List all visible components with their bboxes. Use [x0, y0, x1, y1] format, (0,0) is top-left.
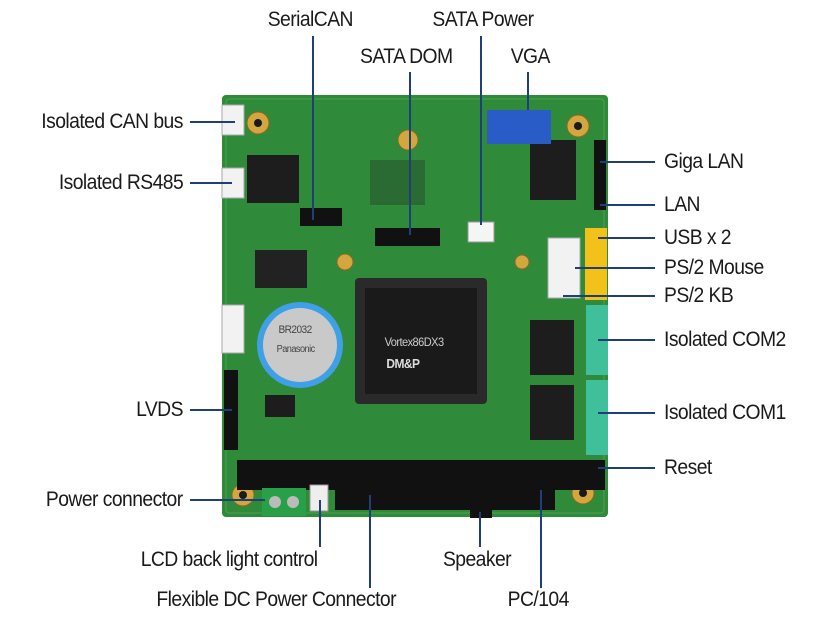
chip [247, 155, 299, 203]
label-isolated-com1: Isolated COM1 [664, 401, 786, 424]
label-reset: Reset [664, 456, 712, 479]
com1-connector [586, 380, 608, 455]
label-ps2-mouse: PS/2 Mouse [664, 256, 764, 279]
leader-lines [190, 36, 655, 588]
label-lan: LAN [664, 193, 700, 216]
label-serialcan: SerialCAN [267, 8, 354, 31]
label-flexible-dc-power-connector: Flexible DC Power Connector [156, 588, 397, 611]
label-sata-dom: SATA DOM [360, 45, 453, 68]
label-vga: VGA [510, 45, 551, 68]
battery-brand: Panasonic [276, 344, 316, 355]
pc104-connector [237, 460, 605, 490]
battery-label: BR2032 [278, 324, 312, 336]
can-bus-connector [221, 104, 245, 136]
power-terminal [262, 488, 306, 516]
label-usb-x2: USB x 2 [664, 226, 732, 249]
lan-transformer [530, 140, 576, 200]
serialcan-header [300, 208, 342, 226]
vga-connector [487, 110, 551, 144]
cpu-model: Vortex86DX3 [384, 335, 445, 349]
label-pc104: PC/104 [507, 588, 570, 611]
label-isolated-com2: Isolated COM2 [664, 328, 786, 351]
chip [255, 250, 307, 288]
label-lcd-back-light-control: LCD back light control [140, 548, 318, 571]
label-giga-lan: Giga LAN [664, 150, 744, 173]
label-sata-power: SATA Power [432, 8, 534, 31]
lan-header [594, 140, 606, 210]
label-isolated-rs485: Isolated RS485 [58, 171, 184, 194]
label-isolated-can-bus: Isolated CAN bus [41, 110, 183, 133]
label-lvds: LVDS [136, 398, 183, 421]
usb-ps2-connector [585, 228, 607, 300]
label-speaker: Speaker [442, 548, 512, 571]
label-power-connector: Power connector [46, 488, 183, 511]
label-ps2-kb: PS/2 KB [664, 284, 734, 307]
cpu-brand: DM&P [386, 356, 420, 371]
sata-dom-connector [375, 228, 440, 246]
com2-connector [586, 305, 608, 375]
